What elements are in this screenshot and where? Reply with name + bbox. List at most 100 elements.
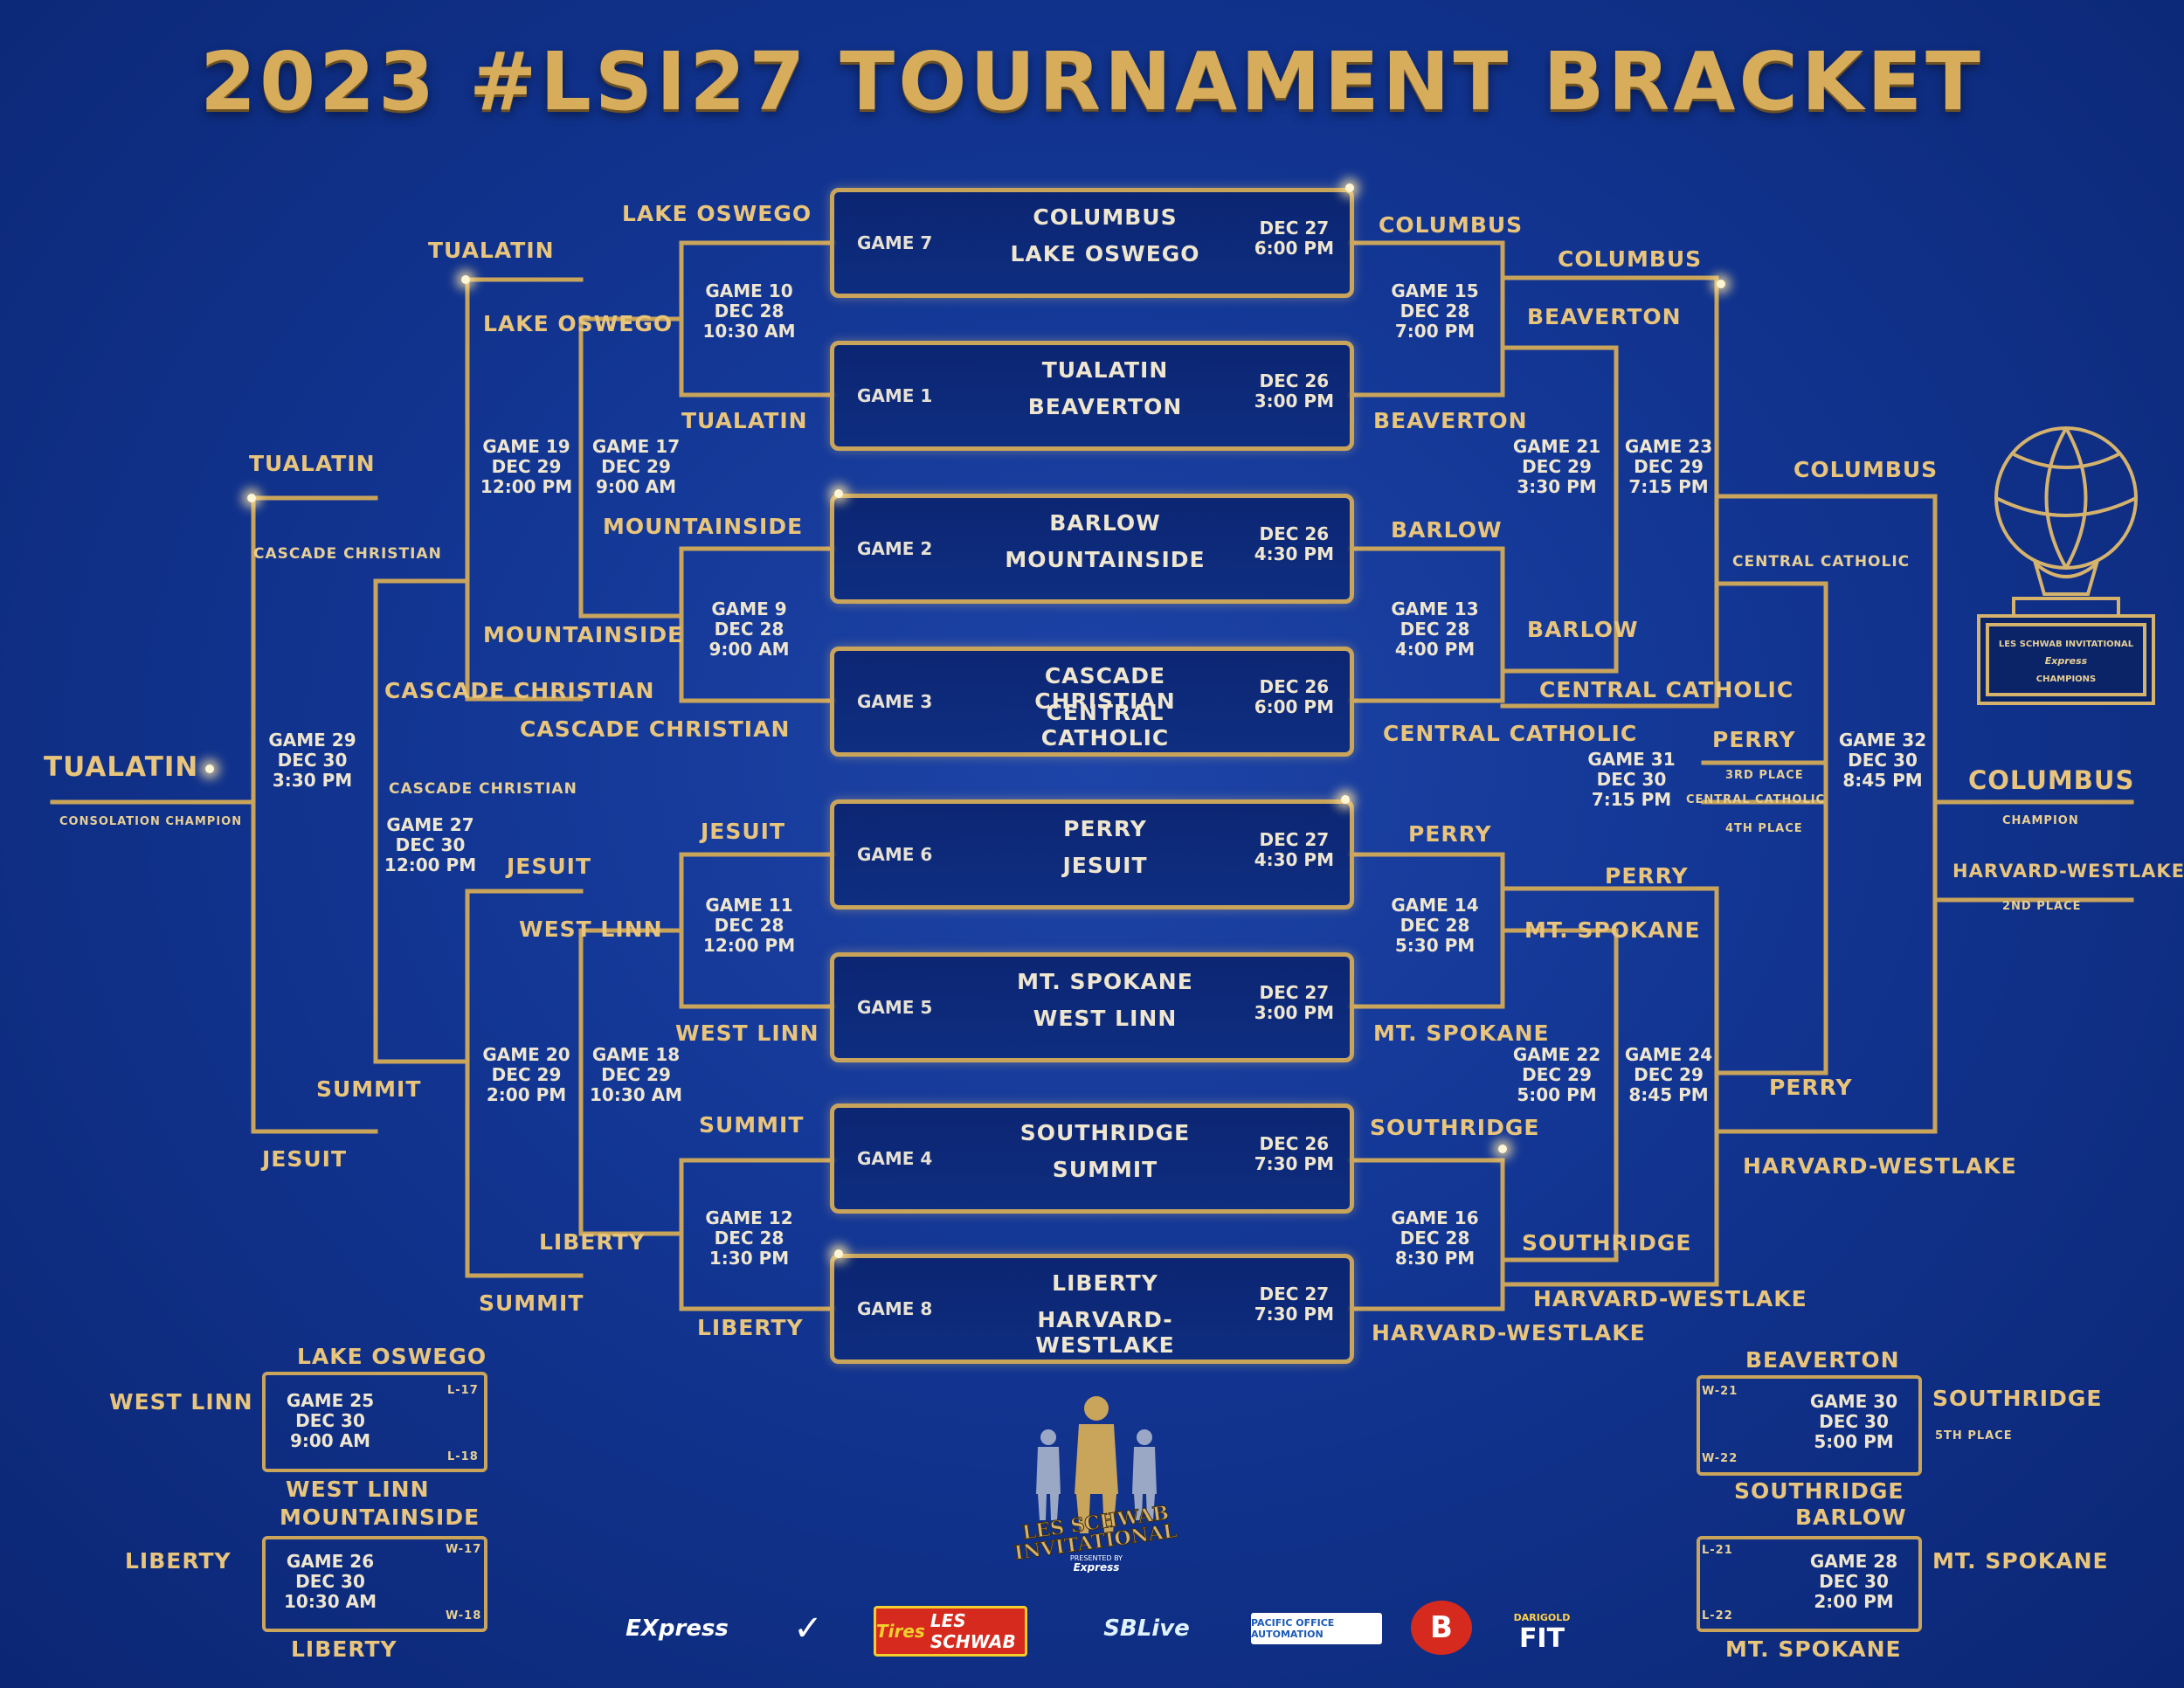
sparkle bbox=[1345, 183, 1354, 192]
team-bottom: WEST LINN bbox=[1033, 1006, 1178, 1031]
runner-up-label: 2ND PLACE bbox=[2002, 900, 2082, 913]
team-label: JESUIT bbox=[701, 819, 786, 844]
team-label: HARVARD-WESTLAKE bbox=[1743, 1153, 2017, 1179]
team-label: TUALATIN bbox=[681, 408, 808, 433]
game-box-3[interactable]: GAME 3 CASCADE CHRISTIAN CENTRAL CATHOLI… bbox=[830, 647, 1354, 757]
seed-label: L-21 bbox=[1702, 1544, 1733, 1557]
seed-label: W-22 bbox=[1702, 1452, 1738, 1465]
team-bottom: LAKE OSWEGO bbox=[1010, 241, 1200, 266]
team-label: MOUNTAINSIDE bbox=[280, 1505, 480, 1530]
team-label: SOUTHRIDGE bbox=[1370, 1115, 1540, 1140]
team-label: PERRY bbox=[1605, 863, 1689, 889]
team-label: WEST LINN bbox=[519, 917, 663, 942]
team-label: MT. SPOKANE bbox=[1524, 917, 1701, 943]
team-bottom: HARVARD-WESTLAKE bbox=[1035, 1307, 1175, 1358]
team-label: BEAVERTON bbox=[1373, 408, 1528, 433]
team-label: BARLOW bbox=[1391, 517, 1503, 543]
svg-text:PRESENTED BY: PRESENTED BY bbox=[1070, 1554, 1123, 1562]
team-label: CASCADE CHRISTIAN bbox=[389, 780, 577, 798]
sponsor-burgerville: B bbox=[1411, 1601, 1472, 1655]
team-bottom: BEAVERTON bbox=[1027, 394, 1183, 419]
fifth-place-team: SOUTHRIDGE bbox=[1932, 1386, 2103, 1411]
third-place-label: 3RD PLACE bbox=[1725, 769, 1804, 782]
fourth-place-team: CENTRAL CATHOLIC bbox=[1686, 793, 1826, 806]
trophy-icon: LES SCHWAB INVITATIONAL Express CHAMPION… bbox=[1977, 426, 2155, 705]
team-label: MOUNTAINSIDE bbox=[603, 514, 804, 539]
game-26-box[interactable] bbox=[262, 1536, 487, 1632]
sponsor-nike: ✓ bbox=[793, 1608, 823, 1649]
sparkle bbox=[1717, 280, 1725, 288]
game-label: GAME 2 bbox=[857, 538, 933, 559]
sparkle bbox=[834, 1249, 843, 1258]
team-label: LIBERTY bbox=[539, 1229, 646, 1255]
team-bottom: JESUIT bbox=[1062, 853, 1148, 878]
team-label: HARVARD-WESTLAKE bbox=[1372, 1320, 1646, 1346]
game-label: GAME 4 bbox=[857, 1148, 933, 1169]
game-30-box[interactable] bbox=[1697, 1375, 1922, 1476]
team-label: TUALATIN bbox=[249, 451, 376, 476]
sparkle bbox=[1498, 1145, 1507, 1153]
team-label: LAKE OSWEGO bbox=[622, 201, 812, 226]
svg-text:Express: Express bbox=[2045, 655, 2088, 667]
sparkle bbox=[834, 489, 843, 498]
team-label: MT. SPOKANE bbox=[1932, 1548, 2109, 1574]
team-label: MT. SPOKANE bbox=[1373, 1020, 1550, 1046]
team-bottom: CENTRAL CATHOLIC bbox=[1040, 700, 1170, 751]
team-top: CASCADE CHRISTIAN bbox=[1034, 663, 1176, 714]
team-label: LAKE OSWEGO bbox=[297, 1344, 487, 1369]
game-28-box[interactable] bbox=[1697, 1536, 1922, 1632]
game-25-box[interactable] bbox=[262, 1372, 487, 1472]
team-label: LIBERTY bbox=[291, 1636, 397, 1662]
team-label: COLUMBUS bbox=[1558, 246, 1703, 272]
game-label: GAME 7 bbox=[857, 232, 933, 253]
seed-label: L-18 bbox=[447, 1450, 479, 1463]
team-label: CASCADE CHRISTIAN bbox=[520, 716, 791, 742]
champion-label: CHAMPION bbox=[2002, 814, 2079, 827]
sponsor-pacific-office: PACIFIC OFFICE AUTOMATION bbox=[1251, 1613, 1382, 1644]
team-label: BARLOW bbox=[1795, 1505, 1907, 1530]
les-schwab-invitational-logo: LES SCHWAB INVITATIONAL PRESENTED BY Exp… bbox=[1013, 1396, 1178, 1573]
team-label: SOUTHRIDGE bbox=[1734, 1478, 1904, 1504]
team-top: LIBERTY bbox=[1052, 1270, 1158, 1296]
seed-label: W-17 bbox=[446, 1543, 482, 1556]
team-label: COLUMBUS bbox=[1379, 212, 1524, 238]
game-label: GAME 8 bbox=[857, 1298, 933, 1319]
team-label: SUMMIT bbox=[699, 1112, 805, 1138]
svg-text:LES SCHWAB INVITATIONAL: LES SCHWAB INVITATIONAL bbox=[1999, 640, 2134, 649]
team-label: BEAVERTON bbox=[1745, 1347, 1900, 1373]
team-top: SOUTHRIDGE bbox=[1019, 1120, 1191, 1145]
team-top: TUALATIN bbox=[1041, 357, 1169, 383]
team-label: WEST LINN bbox=[109, 1389, 253, 1415]
seed-label: L-22 bbox=[1702, 1609, 1733, 1622]
team-label: LIBERTY bbox=[125, 1548, 232, 1574]
sparkle bbox=[1341, 795, 1350, 804]
